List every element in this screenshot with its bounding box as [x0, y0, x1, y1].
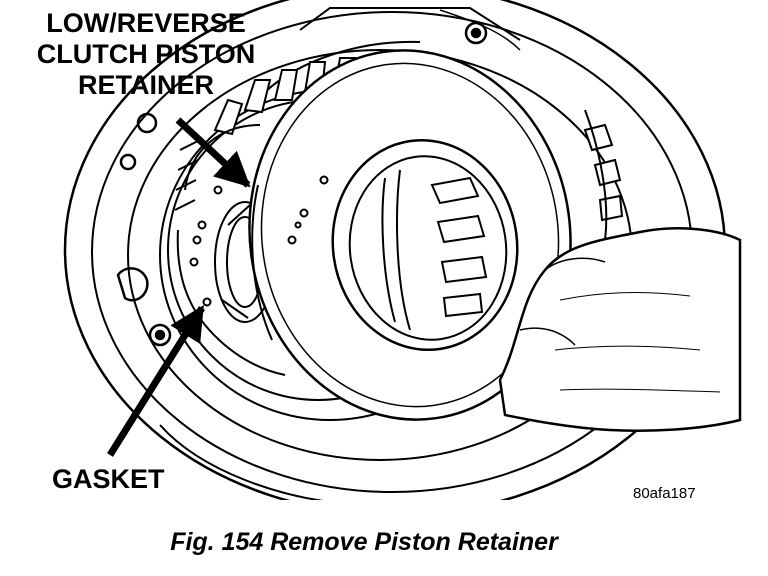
retainer-callout-line-3: RETAINER [77, 70, 214, 100]
gasket-arrow [107, 305, 205, 457]
retainer-holes [287, 175, 329, 245]
retainer-callout-label: LOW/REVERSE CLUTCH PISTON RETAINER [26, 8, 266, 101]
retainer-callout-line-2: CLUTCH PISTON [36, 39, 256, 69]
hand [498, 227, 742, 432]
callout-arrows [107, 117, 251, 457]
piston-retainer [248, 49, 572, 421]
retainer-arrow [175, 117, 251, 188]
gasket [176, 124, 286, 376]
figure-caption: Fig. 154 Remove Piston Retainer [170, 528, 558, 556]
bore-splines [381, 169, 488, 331]
gasket-callout-label: GASKET [52, 464, 165, 494]
figure-code: 80afa187 [633, 485, 696, 502]
retainer-callout-line-1: LOW/REVERSE [46, 8, 246, 38]
